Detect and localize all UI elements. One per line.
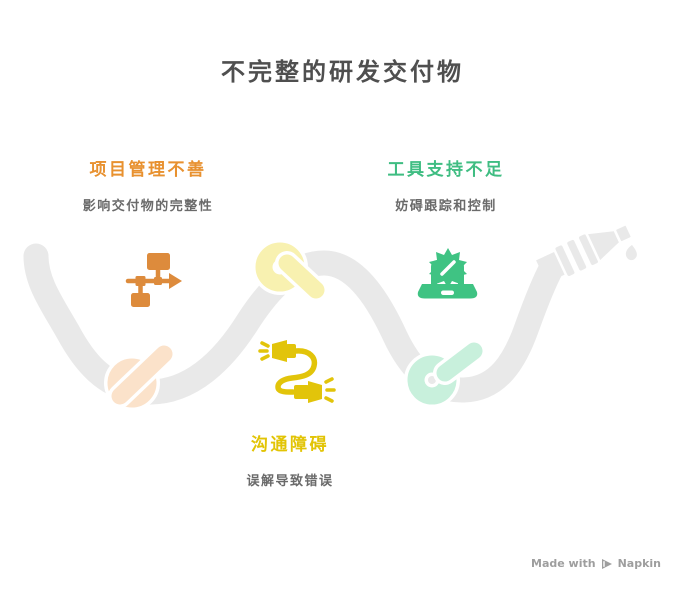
- page-title: 不完整的研发交付物: [221, 57, 464, 86]
- watermark-made-with-text: Made with: [531, 557, 596, 570]
- nozzle: [536, 223, 634, 284]
- water-droplet: [625, 245, 637, 261]
- knot-peach: [104, 342, 176, 411]
- nozzle-rib: [552, 242, 577, 279]
- section-tool-support: 工具支持不足 妨碍跟踪和控制: [341, 155, 551, 214]
- knot-yellow: [252, 239, 328, 302]
- section-subtitle: 影响交付物的完整性: [82, 199, 214, 214]
- section-heading: 工具支持不足: [387, 160, 505, 180]
- section-subtitle: 误解导致错误: [246, 474, 334, 489]
- napkin-logo-icon: [601, 558, 612, 569]
- disconnected-plug-icon: [258, 340, 336, 403]
- laptop-gear-icon: [417, 248, 478, 299]
- watermark-brand-text: Napkin: [617, 557, 661, 570]
- flowchart-icon: [125, 253, 182, 307]
- section-communication: 沟通障碍 误解导致错误: [185, 430, 395, 489]
- section-heading: 沟通障碍: [251, 435, 329, 455]
- napkin-watermark: Made with Napkin: [531, 557, 661, 570]
- section-subtitle: 妨碍跟踪和控制: [395, 199, 497, 214]
- nozzle-tip: [613, 223, 634, 244]
- hose-path: [23, 243, 565, 405]
- section-heading: 项目管理不善: [89, 160, 207, 180]
- nozzle-rib: [564, 237, 589, 273]
- knot-green: [404, 339, 486, 408]
- section-project-management: 项目管理不善 影响交付物的完整性: [43, 155, 253, 214]
